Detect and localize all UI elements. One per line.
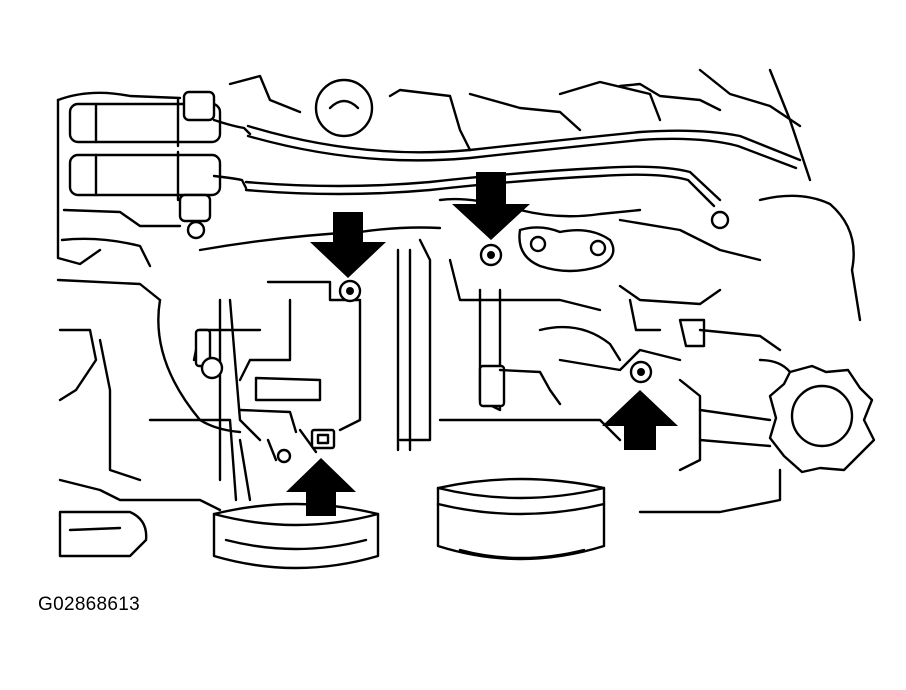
center-module [157, 238, 706, 482]
intake-port-left [212, 502, 380, 570]
intake-port-center [436, 477, 606, 561]
arrow-down-center-bolt [452, 172, 530, 240]
right-housing [638, 194, 876, 514]
arrow-down-left-bolt [310, 212, 386, 278]
figure-id-label: G02868613 [38, 594, 141, 615]
fasteners [310, 243, 653, 450]
left-lower-housing [58, 328, 252, 558]
fuel-injector-assembly [56, 90, 252, 302]
arrow-up-clip [286, 458, 356, 516]
wire-harness [244, 124, 802, 230]
arrow-up-right-bolt [602, 390, 678, 450]
